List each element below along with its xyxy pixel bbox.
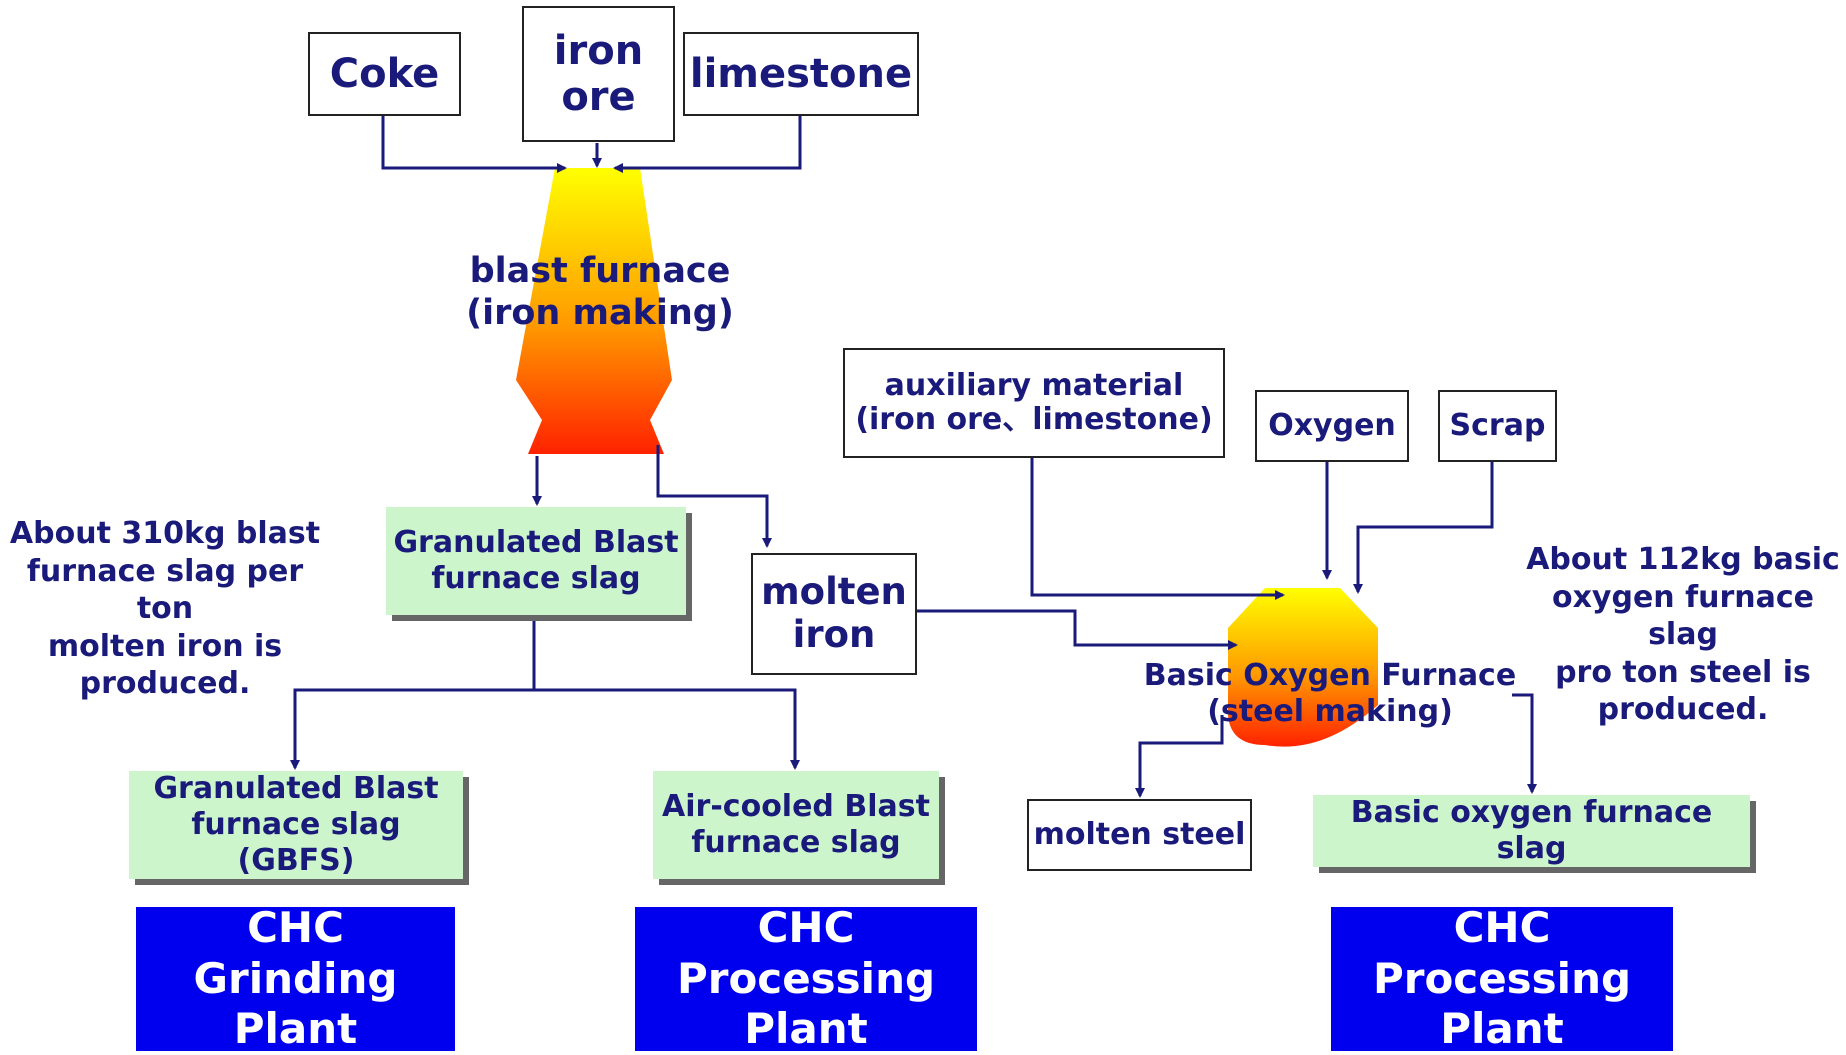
note-right-line2: oxygen furnace slag (1551, 579, 1815, 653)
plant-processing-1-line1: CHC (757, 903, 855, 953)
molten-steel-label: molten steel (1033, 816, 1246, 852)
blast-furnace-line1: blast furnace (469, 251, 731, 291)
arrow-scrap-bof (1353, 460, 1494, 594)
arrow-slag-aircooled (534, 688, 800, 770)
note-right-line1: About 112kg basic (1526, 542, 1840, 577)
note-right: About 112kg basic oxygen furnace slag pr… (1520, 541, 1846, 729)
aircooled-line1: Air-cooled Blast (662, 789, 930, 824)
bof-line1: Basic Oxygen Furnace (1143, 658, 1517, 693)
bof-label: Basic Oxygen Furnace (steel making) (1140, 658, 1520, 730)
auxiliary-line1: auxiliary material (884, 367, 1184, 403)
scrap-box: Scrap (1438, 390, 1557, 462)
aircooled-line2: furnace slag (691, 825, 901, 860)
plant-processing-2: CHC Processing Plant (1331, 903, 1673, 1053)
oxygen-label: Oxygen (1268, 407, 1396, 443)
note-left-line1: About 310kg blast (9, 516, 321, 551)
iron-ore-label-line2: ore (561, 74, 636, 120)
gbfs-line1: Granulated Blast (153, 771, 439, 806)
iron-ore-label-line1: iron (553, 28, 644, 74)
plant-grinding: CHC Grinding Plant (136, 903, 455, 1053)
blast-furnace-shape (516, 168, 672, 454)
plant-processing-2-line1: CHC (1453, 903, 1551, 953)
bof-slag-box: Basic oxygen furnace slag (1313, 795, 1750, 867)
plant-grinding-line1: CHC (247, 903, 344, 953)
granulated-slag-top-line2: furnace slag (431, 561, 641, 596)
bof-shape (1227, 588, 1378, 747)
bof-slag-label: Basic oxygen furnace slag (1350, 795, 1713, 866)
coke-box: Coke (308, 32, 461, 116)
gbfs-line2: furnace slag (GBFS) (191, 807, 401, 878)
aircooled-box: Air-cooled Blast furnace slag (653, 771, 939, 879)
note-left-line2: furnace slag per ton (26, 553, 304, 627)
arrow-furnace-molten-iron (656, 445, 772, 548)
arrow-auxiliary-bof (1030, 458, 1285, 600)
plant-processing-2-line2: Processing Plant (1372, 953, 1632, 1054)
auxiliary-line2: (iron ore、limestone) (855, 402, 1213, 437)
molten-steel-box: molten steel (1027, 799, 1252, 871)
granulated-slag-top-box: Granulated Blast furnace slag (386, 507, 686, 615)
limestone-label: limestone (689, 51, 913, 97)
blast-furnace-line2: (iron making) (466, 293, 734, 333)
molten-iron-line1: molten (761, 570, 907, 614)
oxygen-box: Oxygen (1255, 390, 1409, 462)
blast-furnace-label: blast furnace (iron making) (440, 250, 760, 334)
molten-iron-box: molten iron (751, 553, 917, 675)
plant-processing-1: CHC Processing Plant (635, 903, 977, 1053)
molten-iron-line2: iron (792, 613, 876, 656)
arrow-bof-molten-steel (1135, 715, 1224, 798)
note-left-line4: produced. (79, 666, 251, 701)
auxiliary-material-box: auxiliary material (iron ore、limestone) (843, 348, 1225, 458)
arrow-limestone-furnace (613, 115, 802, 173)
limestone-box: limestone (683, 32, 919, 116)
coke-label: Coke (329, 51, 440, 97)
arrow-bof-slag (1512, 693, 1537, 794)
note-left: About 310kg blast furnace slag per ton m… (0, 515, 330, 703)
note-right-line4: produced. (1597, 692, 1769, 727)
bof-line2: (steel making) (1207, 694, 1453, 729)
plant-grinding-line2: Grinding Plant (193, 953, 398, 1054)
arrow-coke-furnace (381, 115, 567, 173)
gbfs-box: Granulated Blast furnace slag (GBFS) (129, 771, 463, 879)
note-right-line3: pro ton steel is (1555, 654, 1811, 690)
arrow-slag-split (290, 614, 536, 770)
granulated-slag-top-line1: Granulated Blast (393, 525, 679, 560)
note-left-line3: molten iron is (47, 628, 283, 664)
iron-ore-box: iron ore (522, 6, 675, 142)
scrap-label: Scrap (1449, 407, 1546, 443)
arrow-molten-iron-bof (915, 609, 1238, 650)
plant-processing-1-line2: Processing Plant (676, 953, 936, 1054)
